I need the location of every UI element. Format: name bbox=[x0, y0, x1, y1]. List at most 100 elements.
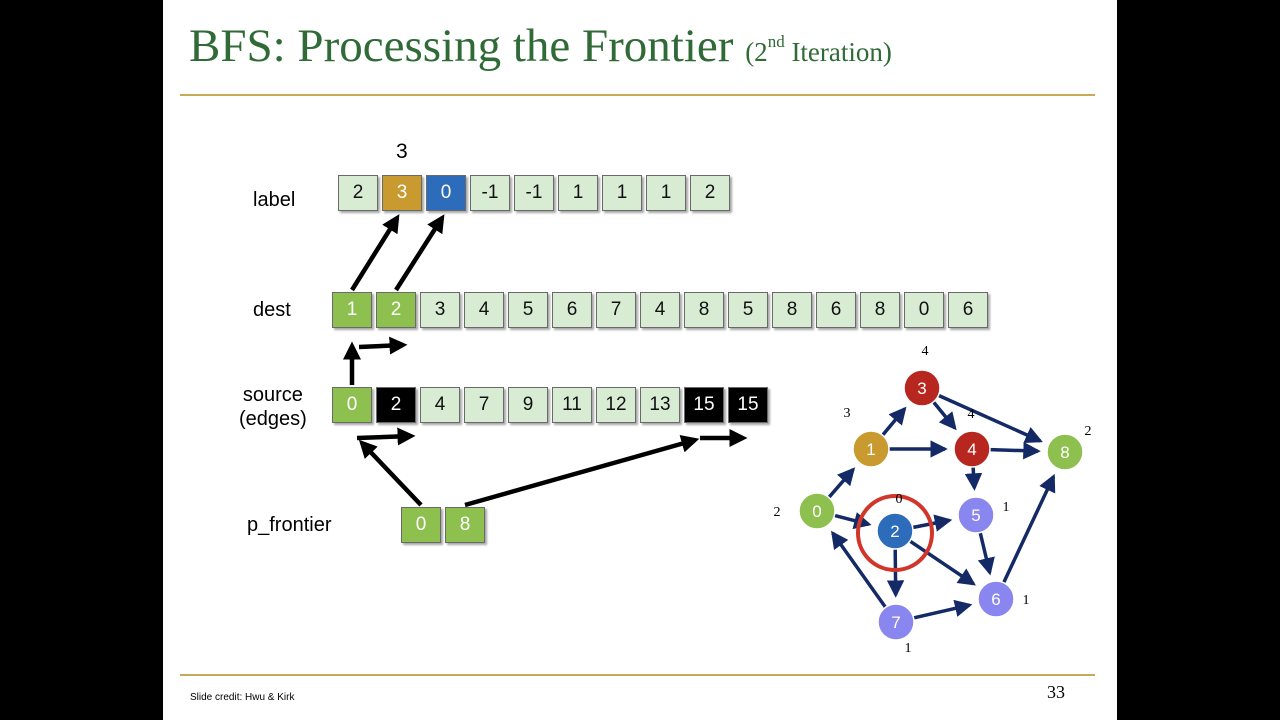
source-cell: 15 bbox=[684, 387, 724, 423]
source-row-name: source(edges) bbox=[239, 383, 307, 431]
slide: BFS: Processing the Frontier (2nd Iterat… bbox=[163, 0, 1117, 720]
graph-node-7 bbox=[877, 603, 915, 641]
graph-node-id: 8 bbox=[1060, 443, 1069, 462]
graph-node-id: 5 bbox=[971, 506, 980, 525]
pfrontier-row-name: p_frontier bbox=[247, 514, 332, 536]
graph-node-id: 7 bbox=[891, 613, 900, 632]
source-cell: 13 bbox=[640, 387, 680, 423]
graph-edge-0-2 bbox=[834, 512, 872, 530]
subtitle-post: Iteration) bbox=[784, 37, 892, 67]
dest-cell: 4 bbox=[640, 292, 680, 328]
graph-edge-7-6 bbox=[913, 599, 973, 620]
source-cell: 7 bbox=[464, 387, 504, 423]
dest-cell: 8 bbox=[772, 292, 812, 328]
graph-node-id: 6 bbox=[991, 590, 1000, 609]
arrow-pfrontier0-to-source bbox=[358, 439, 423, 507]
pfrontier-cell: 0 bbox=[401, 507, 441, 543]
graph-node-id: 3 bbox=[917, 379, 926, 398]
graph-node-id: 2 bbox=[890, 522, 899, 541]
graph-node-4 bbox=[953, 430, 991, 468]
page-number: 33 bbox=[1047, 682, 1065, 702]
label-annotation: 3 bbox=[396, 140, 408, 163]
array-arrows bbox=[343, 214, 748, 508]
graph-node-id: 0 bbox=[812, 502, 821, 521]
dest-cell: 7 bbox=[596, 292, 636, 328]
graph-edge-7-0 bbox=[831, 530, 887, 609]
label-cell: 1 bbox=[602, 175, 642, 211]
arrow-source-range-1 bbox=[356, 427, 416, 446]
graph-node-label: 0 bbox=[896, 492, 903, 507]
graph-node-id: 1 bbox=[866, 440, 875, 459]
graph-edge-0-1 bbox=[827, 467, 856, 499]
graph-node-label: 1 bbox=[905, 641, 912, 656]
pfrontier-cell: 8 bbox=[445, 507, 485, 543]
dest-cell: 3 bbox=[420, 292, 460, 328]
graph-node-label: 2 bbox=[1085, 424, 1092, 439]
title-main: BFS: Processing the Frontier bbox=[189, 20, 734, 72]
dest-cell: 4 bbox=[464, 292, 504, 328]
source-cell: 11 bbox=[552, 387, 592, 423]
graph-edge-2-6 bbox=[908, 539, 976, 586]
graph-node-label: 2 bbox=[774, 505, 781, 520]
source-cell: 9 bbox=[508, 387, 548, 423]
graph-edge-4-8 bbox=[989, 441, 1041, 460]
dest-cell: 0 bbox=[904, 292, 944, 328]
graph-edge-4-5 bbox=[964, 466, 983, 491]
graph-node-2 bbox=[876, 512, 914, 550]
graph-edge-5-6 bbox=[977, 532, 995, 576]
label-cell: -1 bbox=[514, 175, 554, 211]
graph-edge-2-7 bbox=[886, 548, 905, 598]
graph-node-id: 4 bbox=[967, 440, 976, 459]
graph-node-label: 4 bbox=[968, 407, 975, 422]
graph-edge-6-8 bbox=[1002, 473, 1056, 584]
label-cell: 1 bbox=[646, 175, 686, 211]
title-subtitle: (2nd Iteration) bbox=[745, 32, 892, 67]
subtitle-pre: (2 bbox=[745, 37, 768, 67]
source-cell: 12 bbox=[596, 387, 636, 423]
arrow-pfrontier8-to-source bbox=[464, 435, 700, 508]
source-cell: 0 bbox=[332, 387, 372, 423]
label-cell: 2 bbox=[338, 175, 378, 211]
arrow-dest-range bbox=[358, 336, 408, 355]
dest-cell: 8 bbox=[684, 292, 724, 328]
label-cell: 1 bbox=[558, 175, 598, 211]
arrow-dest1-to-label1 bbox=[350, 214, 400, 292]
graph-node-3 bbox=[903, 369, 941, 407]
arrow-dest2-to-label2 bbox=[394, 214, 445, 292]
source-name-line1: source bbox=[242, 384, 303, 406]
source-cell: 2 bbox=[376, 387, 416, 423]
graph-node-8 bbox=[1046, 433, 1084, 471]
graph-edge-3-4 bbox=[932, 400, 957, 431]
dest-cell: 5 bbox=[728, 292, 768, 328]
graph-node-1 bbox=[852, 430, 890, 468]
highlight-ring bbox=[856, 494, 934, 572]
graph-node-label: 4 bbox=[922, 344, 929, 359]
dest-row-name: dest bbox=[253, 299, 291, 321]
subtitle-sup: nd bbox=[767, 32, 785, 51]
graph-edge-3-8 bbox=[937, 393, 1043, 443]
graph-node-label: 3 bbox=[844, 406, 851, 421]
slide-title: BFS: Processing the Frontier (2nd Iterat… bbox=[189, 16, 892, 82]
dest-cell: 8 bbox=[860, 292, 900, 328]
slide-credit: Slide credit: Hwu & Kirk bbox=[190, 692, 295, 703]
label-cell: 2 bbox=[690, 175, 730, 211]
dest-cell: 6 bbox=[552, 292, 592, 328]
top-rule bbox=[180, 94, 1095, 96]
label-row-name: label bbox=[253, 189, 296, 211]
graph-node-label: 1 bbox=[1003, 500, 1010, 515]
dest-cell: 2 bbox=[376, 292, 416, 328]
label-cell: -1 bbox=[470, 175, 510, 211]
source-cell: 15 bbox=[728, 387, 768, 423]
source-name-line2: (edges) bbox=[239, 408, 307, 430]
graph-node-0 bbox=[798, 492, 836, 530]
label-cell: 3 bbox=[382, 175, 422, 211]
graph-edge-1-3 bbox=[881, 406, 907, 437]
bottom-rule bbox=[180, 674, 1095, 676]
graph-node-5 bbox=[957, 496, 995, 534]
graph-node-label: 1 bbox=[1023, 593, 1030, 608]
